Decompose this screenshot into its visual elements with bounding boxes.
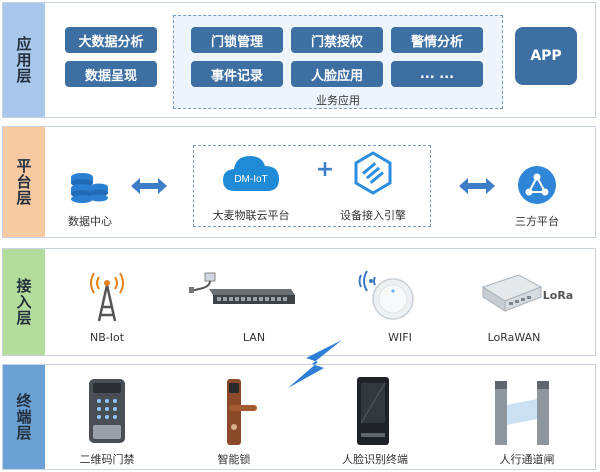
access-layer-tag: 接入层	[3, 249, 45, 355]
lora-logo: LoRa	[542, 289, 574, 302]
nb-iot-tower-icon	[90, 272, 124, 322]
bidirectional-arrow-icon-2	[459, 178, 495, 194]
data-center-label: 数据中心	[68, 215, 112, 228]
bidirectional-arrow-icon	[131, 178, 167, 194]
smart-lock-icon	[227, 379, 257, 445]
event-record-button[interactable]: 事件记录	[191, 61, 283, 87]
database-icon	[71, 173, 108, 203]
plus-sign: +	[315, 157, 335, 182]
application-layer-tag: 应用层	[3, 3, 45, 117]
third-party-label: 三方平台	[515, 215, 559, 228]
face-terminal-label: 人脸识别终端	[342, 453, 408, 466]
pedestrian-gate-label: 人行通道闸	[499, 453, 555, 466]
lan-label: LAN	[242, 331, 266, 344]
business-caption: 业务应用	[316, 94, 360, 107]
face-recognition-terminal-icon	[357, 377, 389, 445]
platform-layer-tag: 平台层	[3, 127, 45, 237]
face-application-button[interactable]: 人脸应用	[291, 61, 383, 87]
cloud-platform-label: 大麦物联云平台	[212, 209, 290, 222]
alarm-analysis-button[interactable]: 警情分析	[391, 27, 483, 53]
terminal-layer-tag: 终端层	[3, 365, 45, 469]
lock-management-button[interactable]: 门锁管理	[191, 27, 283, 53]
access-layer: 接入层 NB-Iot LAN WIFI LoRa LoRaWAN	[2, 248, 596, 356]
wifi-label: WIFI	[388, 331, 412, 344]
wifi-ap-icon	[358, 270, 414, 320]
nb-iot-label: NB-Iot	[89, 331, 125, 344]
pedestrian-gate-icon	[495, 381, 549, 445]
qr-access-label: 二维码门禁	[79, 453, 135, 466]
more-apps-button[interactable]: ... ...	[391, 61, 483, 87]
cloud-icon: DM-IoT	[223, 156, 279, 191]
cloud-logo-text: DM-IoT	[234, 174, 267, 185]
third-party-icon	[518, 166, 556, 204]
access-authorization-button[interactable]: 门禁授权	[291, 27, 383, 53]
app-button[interactable]: APP	[515, 27, 577, 85]
smart-lock-label: 智能锁	[217, 453, 251, 466]
wireless-signal-icon	[288, 340, 342, 388]
qr-access-control-icon	[89, 379, 125, 443]
access-engine-icon	[354, 151, 392, 195]
application-layer: 应用层 大数据分析 数据呈现 门锁管理 门禁授权 警情分析 事件记录 人脸应用 …	[2, 2, 596, 118]
engine-label: 设备接入引擎	[340, 209, 406, 222]
lorawan-label: LoRaWAN	[487, 331, 541, 344]
lan-switch-icon	[189, 272, 295, 304]
lorawan-gateway-icon	[481, 274, 543, 312]
data-presentation-button[interactable]: 数据呈现	[65, 61, 157, 87]
platform-layer: 平台层 数据中心 DM-IoT 大麦物联云平台 + 设备接入引擎 三方平台	[2, 126, 596, 238]
big-data-analysis-button[interactable]: 大数据分析	[65, 27, 157, 53]
